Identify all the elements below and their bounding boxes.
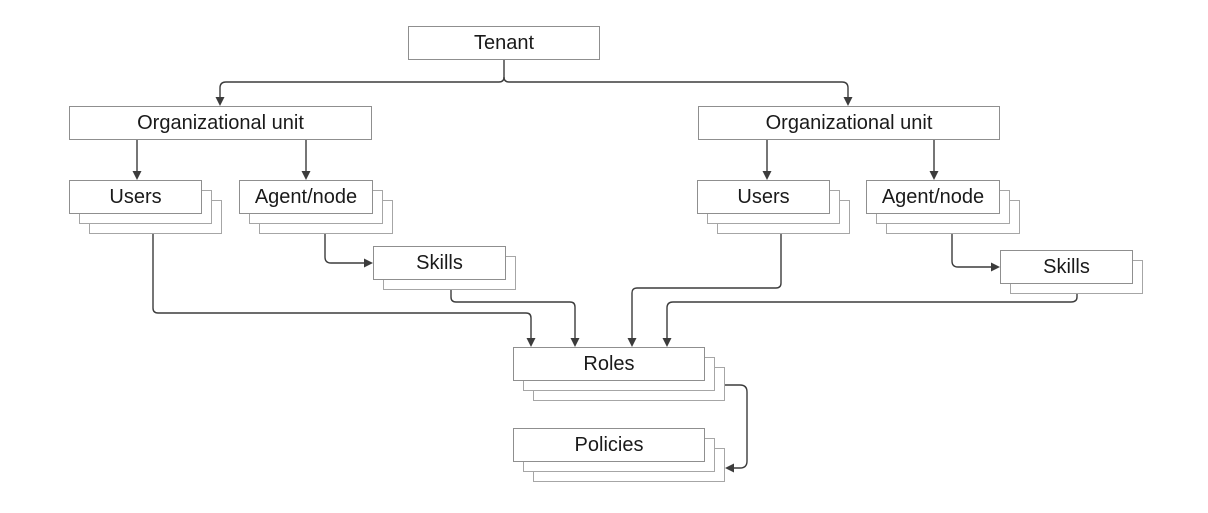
node-label: Skills	[373, 246, 506, 280]
node-label: Users	[697, 180, 830, 214]
arrowhead-icon	[132, 171, 142, 180]
node-agent-node-right: Agent/node	[866, 180, 1020, 234]
arrowhead-icon	[762, 171, 772, 180]
arrowhead-icon	[364, 258, 373, 268]
arrowhead-icon	[215, 97, 225, 106]
node-label: Organizational unit	[69, 106, 372, 140]
arrowhead-icon	[301, 171, 311, 180]
edge-tenant-to-ou_right	[503, 76, 849, 97]
node-label: Agent/node	[866, 180, 1000, 214]
edge-tenant-to-ou_left	[219, 60, 505, 97]
node-label: Skills	[1000, 250, 1133, 284]
edge-roles-to-policies	[725, 384, 748, 469]
arrowhead-icon	[991, 262, 1000, 272]
arrowhead-icon	[526, 338, 536, 347]
node-skills-right: Skills	[1000, 250, 1143, 294]
arrowhead-icon	[843, 97, 853, 106]
edge-agent_left-to-skills_left	[324, 234, 364, 264]
arrowhead-icon	[627, 338, 637, 347]
node-label: Roles	[513, 347, 705, 381]
node-label: Agent/node	[239, 180, 373, 214]
node-organizational-unit-left: Organizational unit	[69, 106, 372, 140]
edge-skills_right-to-roles	[666, 294, 1078, 338]
node-label: Users	[69, 180, 202, 214]
node-label: Policies	[513, 428, 705, 462]
node-users-right: Users	[697, 180, 850, 234]
node-tenant: Tenant	[408, 26, 600, 60]
arrowhead-icon	[570, 338, 580, 347]
arrowhead-icon	[725, 463, 734, 473]
node-skills-left: Skills	[373, 246, 516, 290]
node-roles: Roles	[513, 347, 725, 401]
edge-users_right-to-roles	[631, 234, 782, 338]
arrowhead-icon	[929, 171, 939, 180]
node-label: Tenant	[408, 26, 600, 60]
node-label: Organizational unit	[698, 106, 1000, 140]
node-organizational-unit-right: Organizational unit	[698, 106, 1000, 140]
edge-skills_left-to-roles	[450, 290, 576, 338]
edge-users_left-to-roles	[152, 234, 532, 338]
edge-agent_right-to-skills_right	[951, 234, 991, 268]
node-users-left: Users	[69, 180, 222, 234]
arrowhead-icon	[662, 338, 672, 347]
node-agent-node-left: Agent/node	[239, 180, 393, 234]
node-policies: Policies	[513, 428, 725, 482]
